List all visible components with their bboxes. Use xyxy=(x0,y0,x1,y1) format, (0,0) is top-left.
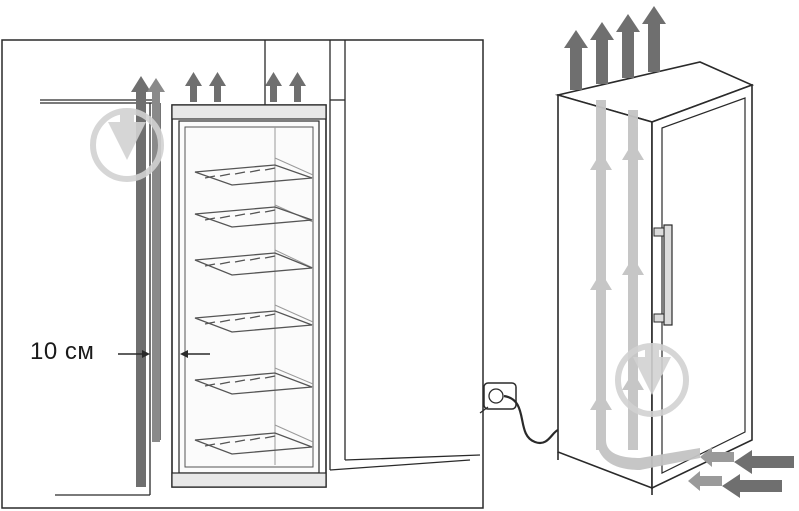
wine-cooler-front xyxy=(171,104,327,488)
top-airflow-arrows xyxy=(185,72,306,102)
wine-shelves xyxy=(194,164,313,455)
shelf xyxy=(194,372,313,395)
internal-airflow-arrows xyxy=(590,100,700,470)
top-exhaust-arrows xyxy=(564,6,666,90)
download-badge-icon xyxy=(90,108,164,182)
wine-cooler-3d xyxy=(554,61,755,495)
clearance-label: 10 см xyxy=(30,338,95,365)
shelf xyxy=(194,310,313,333)
left-installation-panel xyxy=(1,39,484,509)
shelf xyxy=(194,252,313,276)
right-ventilation-panel xyxy=(479,6,794,498)
panel-frame xyxy=(1,39,484,509)
shelf xyxy=(194,206,313,228)
door-handle xyxy=(653,224,673,326)
side-airflow-arrows xyxy=(131,76,165,487)
shelf xyxy=(194,164,313,186)
shelf xyxy=(194,432,313,455)
download-badge-icon xyxy=(615,343,689,417)
bottom-intake-arrows xyxy=(688,447,794,498)
power-plug-icon xyxy=(479,382,559,445)
